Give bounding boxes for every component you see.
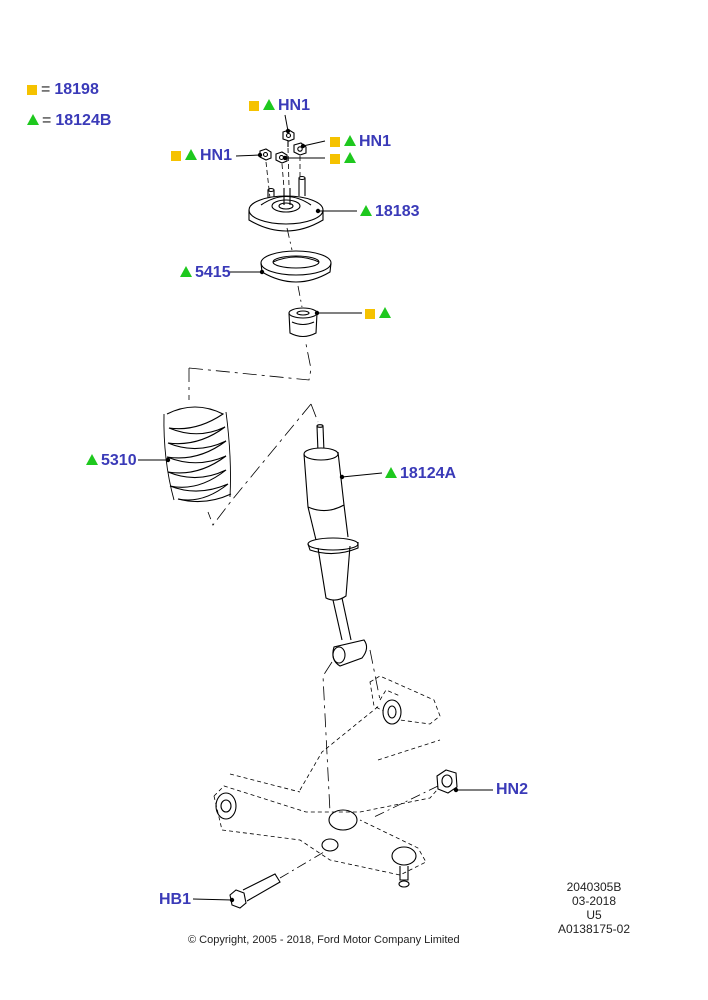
green-triangle-icon bbox=[180, 266, 192, 277]
green-triangle-icon bbox=[185, 149, 197, 160]
bolt-hb1[interactable] bbox=[229, 873, 281, 909]
arm-bushing-front[interactable] bbox=[215, 792, 237, 820]
arm-bushing-upper[interactable] bbox=[382, 699, 402, 725]
callout-hb1[interactable]: HB1 bbox=[159, 891, 192, 908]
yellow-square-icon bbox=[365, 309, 375, 319]
spring-seat-5415[interactable] bbox=[260, 250, 332, 283]
legend-square-text: 18198 bbox=[54, 81, 99, 98]
meta-line-3: U5 bbox=[586, 908, 602, 922]
callout-hn1-left[interactable]: HN1 bbox=[171, 147, 232, 165]
green-triangle-icon bbox=[385, 467, 397, 478]
callout-18183[interactable]: 18183 bbox=[360, 203, 420, 221]
callout-5310[interactable]: 5310 bbox=[86, 452, 137, 470]
callout-jounce-bumper-symbols[interactable] bbox=[365, 305, 394, 323]
frame-bracket bbox=[299, 675, 441, 791]
yellow-square-icon bbox=[27, 85, 37, 95]
green-triangle-icon bbox=[27, 114, 39, 125]
yellow-square-icon bbox=[330, 137, 340, 147]
yellow-square-icon bbox=[330, 154, 340, 164]
nut-hn2[interactable] bbox=[436, 769, 458, 794]
green-triangle-icon bbox=[86, 454, 98, 465]
green-triangle-icon bbox=[360, 205, 372, 216]
leader-lines bbox=[138, 114, 493, 901]
green-triangle-icon bbox=[344, 152, 356, 163]
ball-joint[interactable] bbox=[391, 846, 417, 888]
legend-triangle-text: 18124B bbox=[55, 112, 112, 129]
callout-hn1-top[interactable]: HN1 bbox=[249, 97, 310, 115]
callout-18124a[interactable]: 18124A bbox=[385, 465, 456, 483]
callout-5415[interactable]: 5415 bbox=[180, 264, 231, 282]
meta-line-1: 2040305B bbox=[566, 880, 622, 894]
callout-hn1-right[interactable]: HN1 bbox=[330, 133, 391, 151]
coil-spring-5310[interactable] bbox=[163, 406, 232, 503]
upper-mount-18183[interactable] bbox=[248, 175, 324, 232]
green-triangle-icon bbox=[379, 307, 391, 318]
callout-nut-center-symbols[interactable] bbox=[330, 150, 359, 168]
diagram-meta: 2040305B 03-2018 U5 A0138175-02 bbox=[548, 880, 640, 936]
yellow-square-icon bbox=[249, 101, 259, 111]
leader-dots bbox=[165, 128, 459, 903]
shock-mount-bushing[interactable] bbox=[321, 809, 358, 852]
callout-hn2[interactable]: HN2 bbox=[496, 781, 529, 798]
legend-square: =18198 bbox=[27, 81, 99, 99]
meta-line-2: 03-2018 bbox=[571, 894, 617, 908]
copyright-text: © Copyright, 2005 - 2018, Ford Motor Com… bbox=[188, 934, 460, 946]
green-triangle-icon bbox=[344, 135, 356, 146]
jounce-bumper[interactable] bbox=[288, 307, 318, 338]
yellow-square-icon bbox=[171, 151, 181, 161]
shock-absorber-18124a[interactable] bbox=[303, 424, 368, 667]
green-triangle-icon bbox=[263, 99, 275, 110]
legend-triangle: =18124B bbox=[27, 112, 111, 130]
lower-control-arm[interactable] bbox=[213, 739, 445, 876]
meta-line-4: A0138175-02 bbox=[557, 922, 631, 936]
